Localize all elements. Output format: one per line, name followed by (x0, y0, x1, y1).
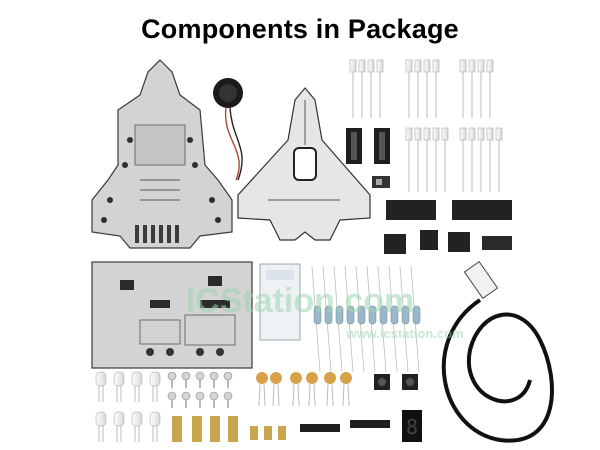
capacitors (256, 372, 352, 407)
watermark: ICStation.com www.icstation.com (186, 282, 464, 341)
ic-sockets (346, 128, 390, 164)
resistors (311, 265, 421, 373)
pin-headers (300, 420, 390, 432)
usb-cable (441, 261, 554, 443)
jet-board (237, 87, 371, 241)
shuttle-pcb (91, 59, 233, 249)
watermark-main: ICStation.com (186, 282, 415, 320)
regulators (384, 230, 512, 254)
seven-segment-display: 8 (402, 410, 422, 442)
dip-chips (386, 200, 512, 220)
slide-switch (372, 176, 390, 188)
brass-standoffs (172, 416, 286, 442)
leds-long-top (349, 59, 503, 192)
main-control-pcb (91, 261, 253, 369)
page-title: Components in Package (141, 14, 459, 44)
svg-text:8: 8 (406, 415, 418, 439)
screws (167, 371, 233, 408)
watermark-secondary: www.icstation.com (345, 326, 463, 341)
speaker (213, 78, 243, 181)
translucent-box (259, 263, 301, 341)
push-buttons (374, 374, 418, 390)
leds-short (95, 371, 161, 442)
